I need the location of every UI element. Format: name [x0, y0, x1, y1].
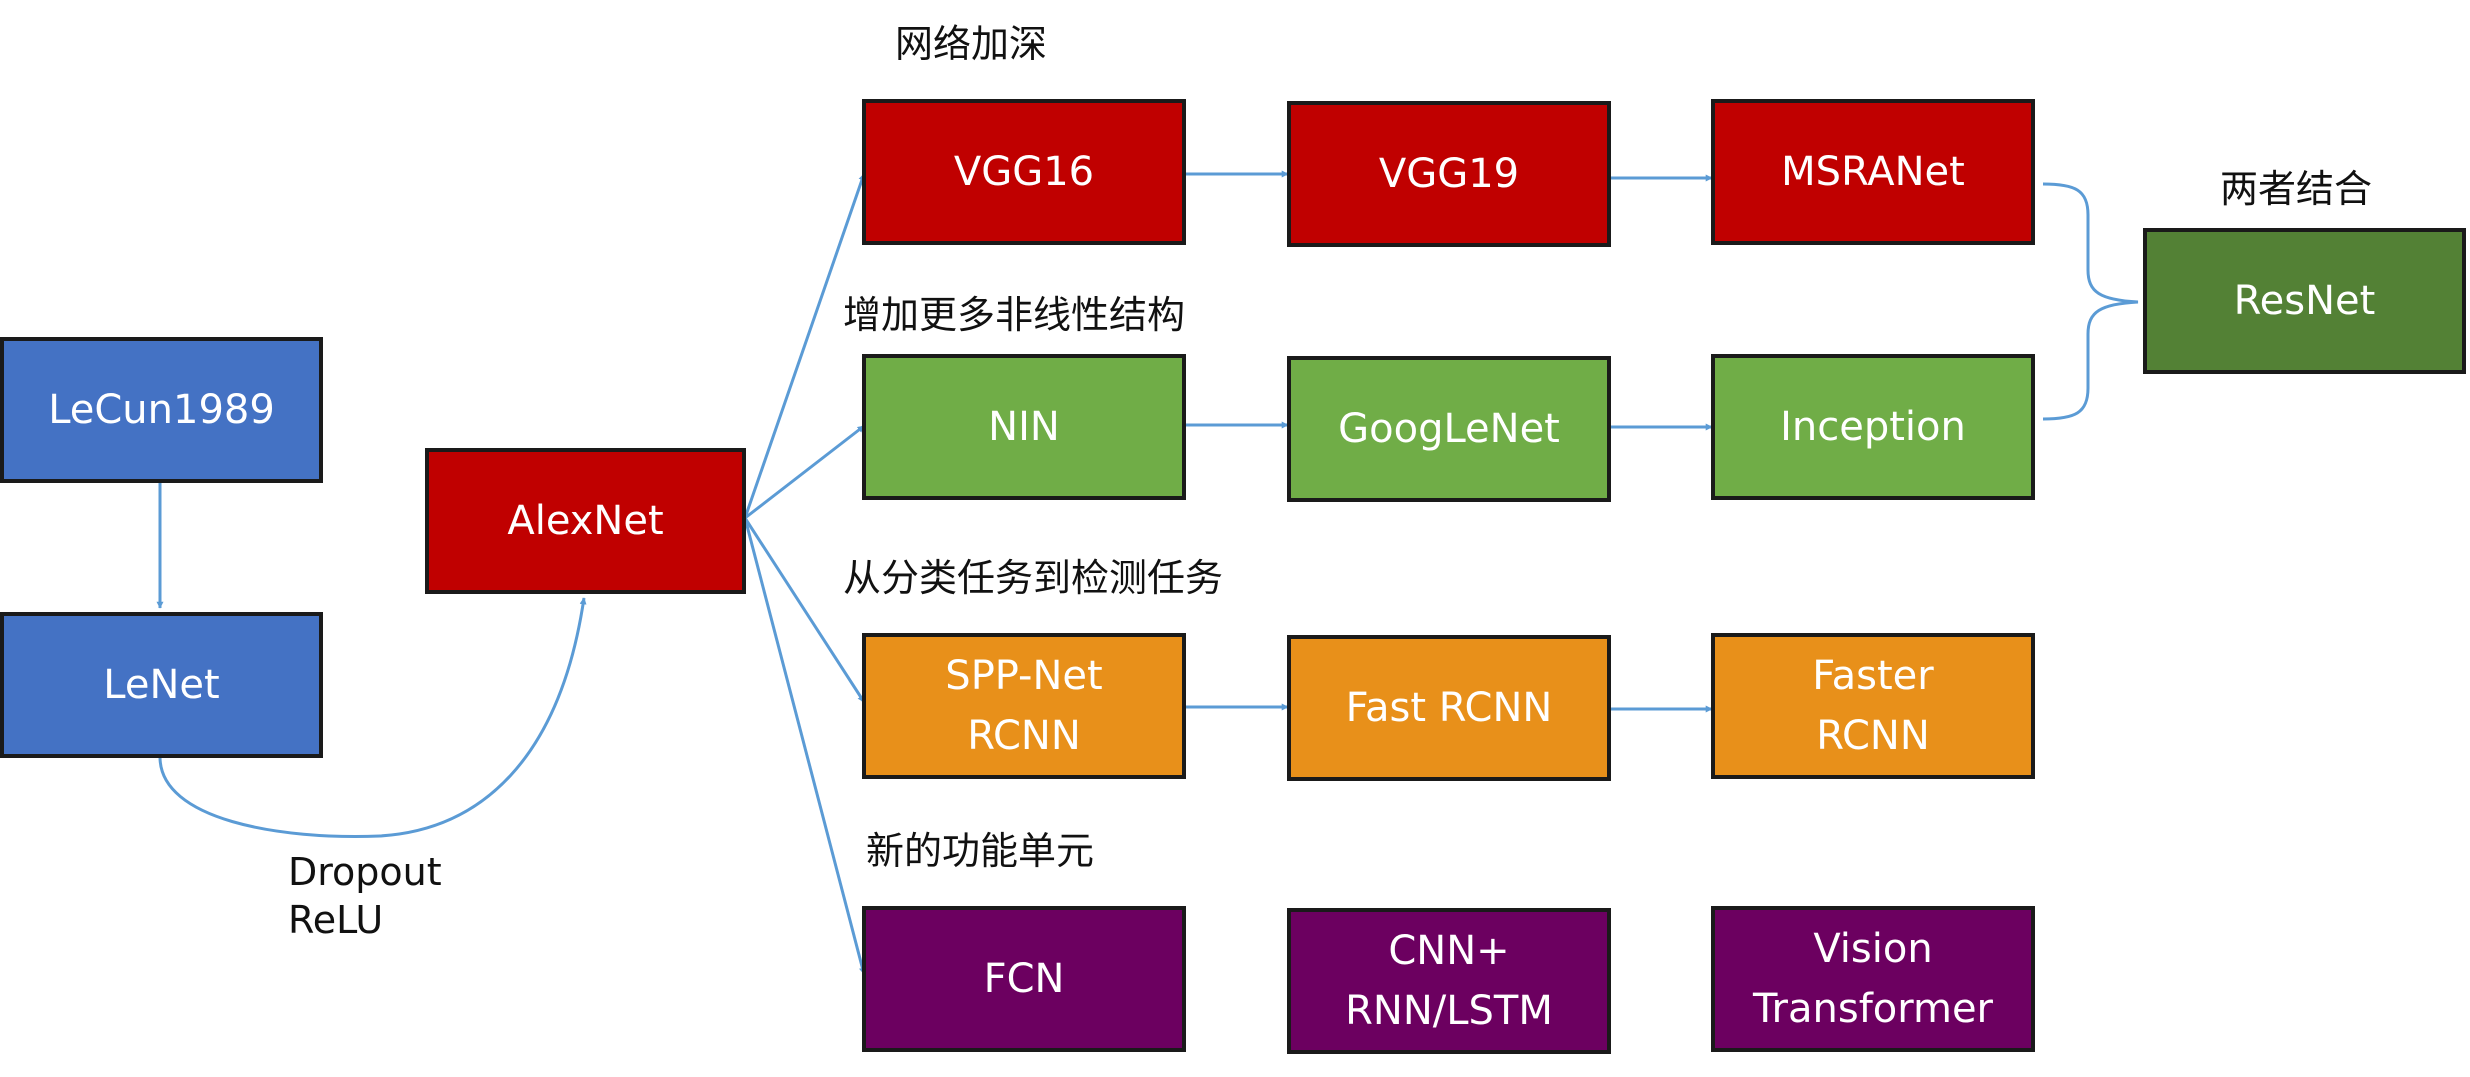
label-detection: 从分类任务到检测任务 [843, 556, 1224, 600]
node-fast-rcnn: Fast RCNN [1287, 635, 1611, 781]
arrow-alexnet-to-sppnet [743, 517, 866, 703]
arrow-lenet-to-alexnet [158, 597, 587, 838]
arrow-alexnet-to-nin [744, 424, 865, 520]
label-deeper: 网络加深 [895, 22, 1048, 66]
node-msranet: MSRANet [1711, 99, 2035, 245]
node-faster-rcnn: Faster RCNN [1711, 633, 2035, 779]
node-alexnet: AlexNet [425, 448, 746, 594]
label-dropout-relu: Dropout ReLU [288, 850, 442, 942]
arrow-alexnet-to-fcn [743, 517, 866, 975]
label-combine: 两者结合 [2220, 167, 2373, 211]
node-resnet: ResNet [2143, 228, 2466, 374]
node-googlenet: GoogLeNet [1287, 356, 1611, 502]
label-nonlinear: 增加更多非线性结构 [843, 293, 1186, 337]
node-vgg16: VGG16 [862, 99, 1186, 245]
node-sppnet-rcnn: SPP-Net RCNN [862, 633, 1186, 779]
arrow-alexnet-to-vgg16 [743, 173, 866, 519]
node-nin: NIN [862, 354, 1186, 500]
node-vgg19: VGG19 [1287, 101, 1611, 247]
node-lenet: LeNet [0, 612, 323, 758]
node-cnn-rnn-lstm: CNN+ RNN/LSTM [1287, 908, 1611, 1054]
node-fcn: FCN [862, 906, 1186, 1052]
node-inception: Inception [1711, 354, 2035, 500]
node-vision-transformer: Vision Transformer [1711, 906, 2035, 1052]
label-new-units: 新的功能单元 [866, 829, 1095, 873]
brace-combine [2042, 182, 2139, 421]
node-lecun1989: LeCun1989 [0, 337, 323, 483]
